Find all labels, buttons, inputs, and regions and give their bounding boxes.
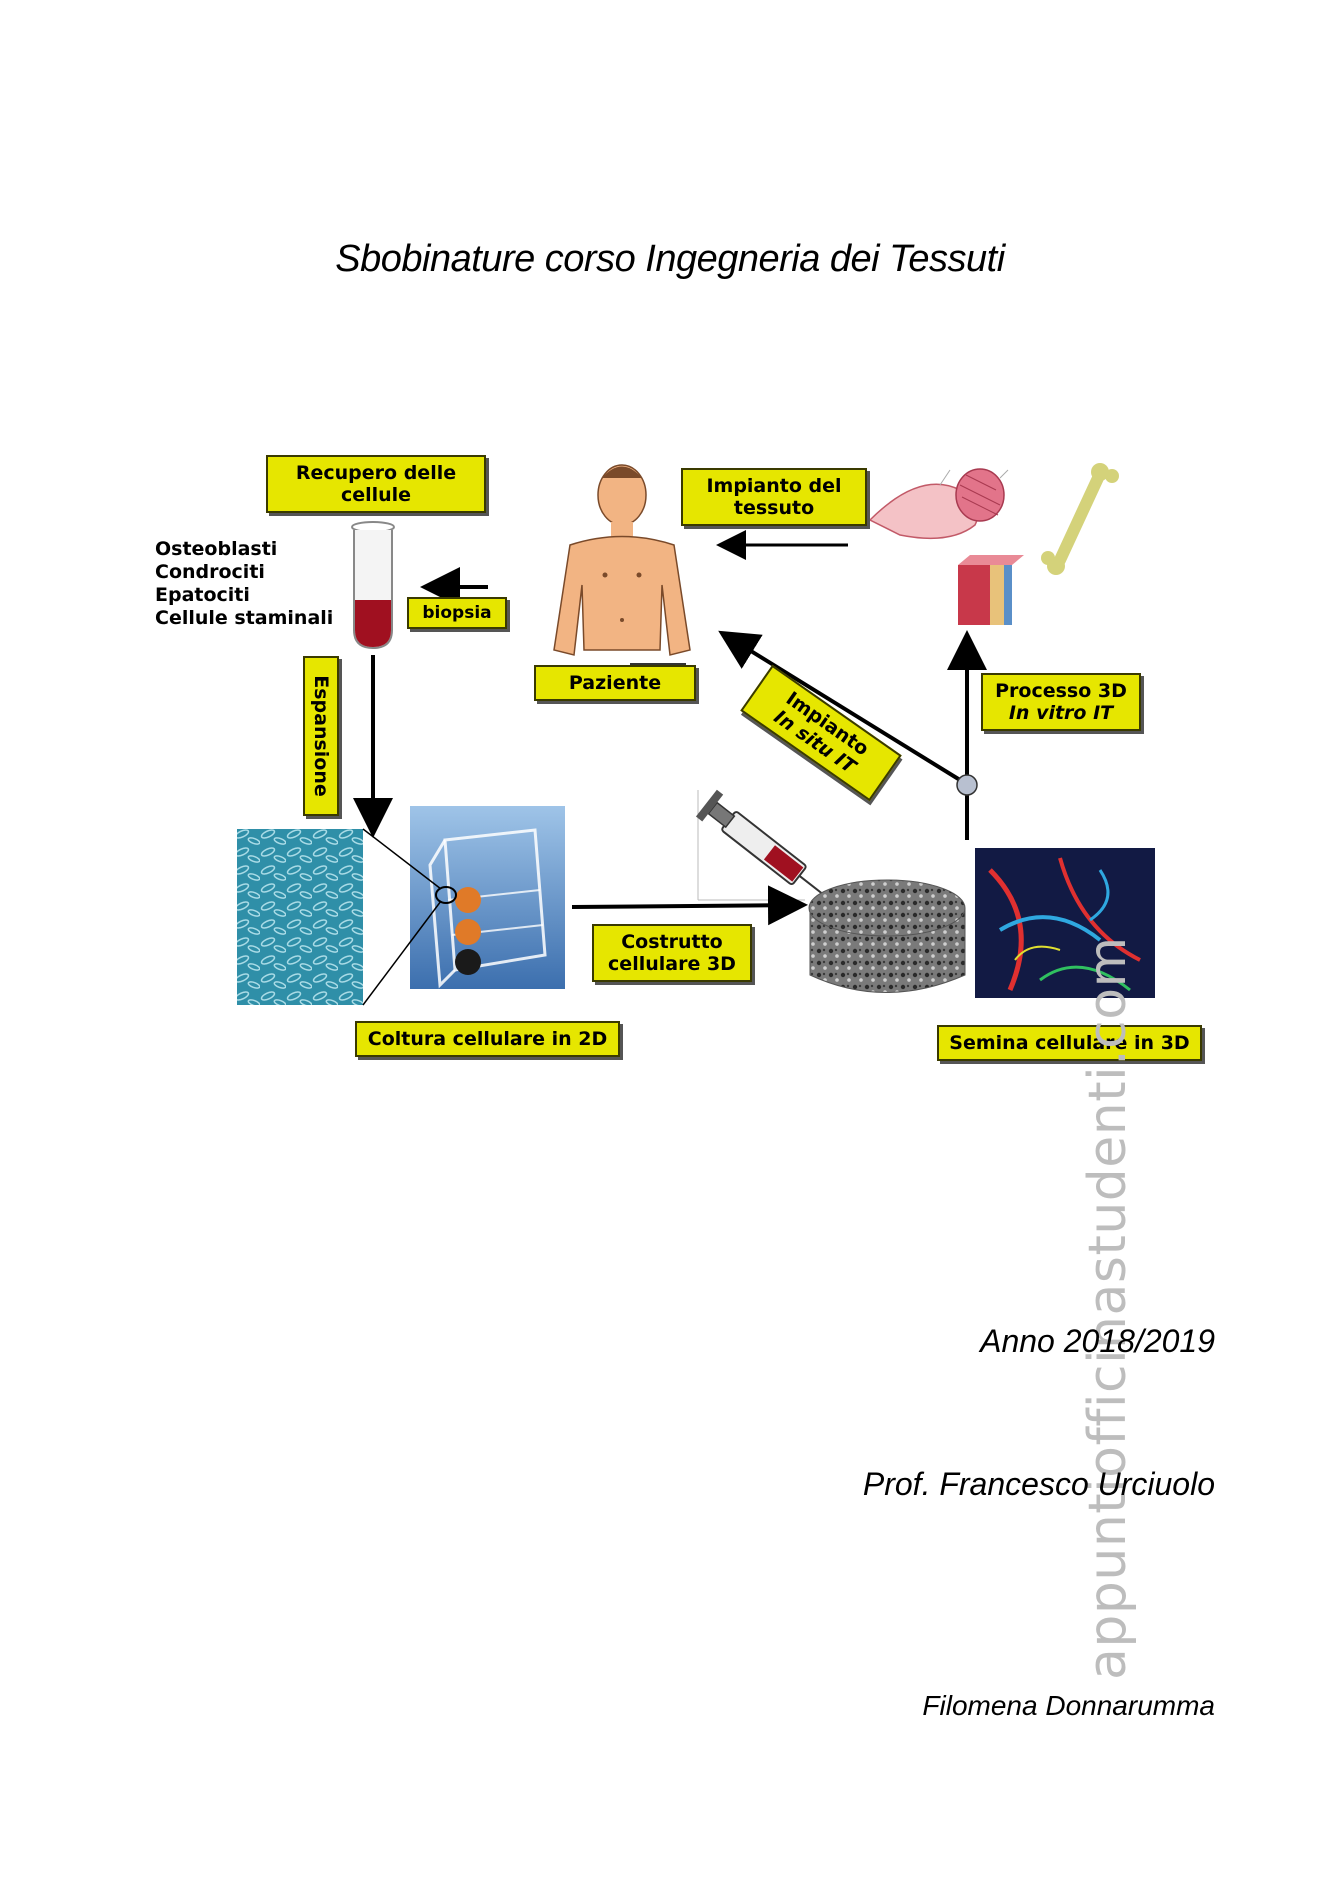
label-impianto-tessuto-line2: tessuto bbox=[733, 497, 815, 519]
label-processo-line1: Processo 3D bbox=[995, 680, 1127, 702]
label-recupero-line2: cellule bbox=[340, 484, 412, 506]
label-recupero-line1: Recupero delle bbox=[295, 462, 457, 484]
fluorescence-image bbox=[975, 848, 1155, 998]
label-costrutto-3d: Costrutto cellulare 3D bbox=[592, 924, 752, 982]
professor-name: Prof. Francesco Urciuolo bbox=[862, 1466, 1215, 1502]
cell-types-list: Osteoblasti Condrociti Epatociti Cellule… bbox=[155, 538, 333, 630]
syringe-icon bbox=[695, 789, 824, 901]
patient-figure-icon bbox=[553, 464, 691, 665]
label-impianto-tessuto: Impianto del tessuto bbox=[681, 468, 867, 526]
label-recupero-cellule: Recupero delle cellule bbox=[266, 455, 486, 513]
label-biopsia: biopsia bbox=[407, 597, 507, 629]
flow-arrows bbox=[353, 530, 987, 926]
label-semina-text: Semina cellulare in 3D bbox=[949, 1032, 1190, 1054]
label-costrutto-line2: cellulare 3D bbox=[608, 953, 736, 975]
cell-culture-image bbox=[237, 829, 363, 1005]
label-espansione: Espansione bbox=[303, 656, 339, 816]
tissue-block-icon bbox=[958, 555, 1024, 625]
label-paziente: Paziente bbox=[534, 665, 696, 701]
muscle-tissue-icon bbox=[868, 468, 1009, 540]
watermark-text: appuntiofficinastudenti.com bbox=[1078, 936, 1138, 1680]
label-impianto-tessuto-line1: Impianto del bbox=[706, 475, 842, 497]
cell-type-item: Osteoblasti bbox=[155, 538, 278, 560]
label-paziente-text: Paziente bbox=[568, 672, 662, 694]
label-biopsia-text: biopsia bbox=[422, 603, 492, 623]
culture-plate-image bbox=[410, 806, 565, 989]
test-tube-icon bbox=[351, 521, 395, 650]
label-costrutto-line1: Costrutto bbox=[621, 931, 723, 953]
document-title: Sbobinature corso Ingegneria dei Tessuti bbox=[335, 238, 1005, 280]
scaffold-image bbox=[808, 879, 966, 993]
cell-type-item: Epatociti bbox=[155, 584, 250, 606]
cell-type-item: Cellule staminali bbox=[155, 607, 334, 629]
label-coltura-text: Coltura cellulare in 2D bbox=[367, 1028, 608, 1050]
label-semina-3d: Semina cellulare in 3D bbox=[937, 1025, 1202, 1061]
label-processo-line2: In vitro IT bbox=[1008, 702, 1114, 724]
label-coltura-2d: Coltura cellulare in 2D bbox=[355, 1021, 620, 1057]
author-name: Filomena Donnarumma bbox=[922, 1690, 1215, 1721]
academic-year: Anno 2018/2019 bbox=[980, 1323, 1215, 1359]
label-espansione-text: Espansione bbox=[310, 675, 332, 797]
cell-type-item: Condrociti bbox=[155, 561, 265, 583]
bone-icon bbox=[1041, 463, 1119, 575]
label-processo-3d: Processo 3D In vitro IT bbox=[981, 673, 1141, 731]
